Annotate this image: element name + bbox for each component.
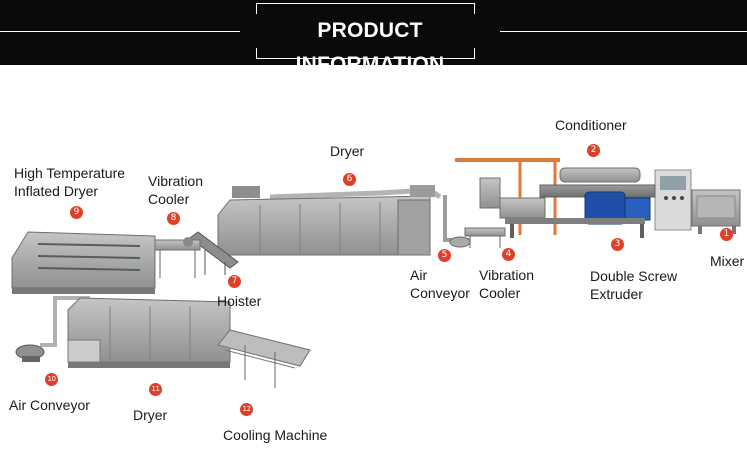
air-conveyor-bottom (15, 296, 90, 362)
badge-8: 8 (167, 212, 180, 225)
badge-9: 9 (70, 206, 83, 219)
label-extruder-line1: Double Screw (590, 268, 678, 284)
dryer-bottom (67, 297, 231, 368)
badge-10: 10 (45, 373, 58, 386)
badge-11: 11 (149, 383, 162, 396)
label-vibration-cooler-left-line1: Vibration (148, 173, 204, 189)
label-air-conveyor-right-line2: Conveyor (410, 285, 470, 301)
vibration-cooler-right (443, 195, 506, 248)
label-cooling-machine: Cooling Machine (223, 427, 328, 443)
label-air-conveyor-bottom: Air Conveyor (9, 397, 90, 413)
label-inflated-dryer-line2: Inflated Dryer (14, 183, 99, 199)
badge-12: 12 (240, 403, 253, 416)
label-vibration-cooler-right-line2: Cooler (479, 285, 521, 301)
mixer-machine (691, 189, 741, 234)
inflated-dryer (11, 231, 156, 294)
extruder-assembly (455, 158, 656, 238)
vibration-cooler-left (151, 237, 201, 278)
label-conditioner: Conditioner (555, 117, 627, 133)
label-dryer-bottom: Dryer (133, 407, 168, 423)
label-hoister: Hoister (217, 293, 262, 309)
cooling-machine (217, 329, 311, 388)
badge-5: 5 (438, 249, 451, 262)
badge-7: 7 (228, 275, 241, 288)
header-banner: PRODUCT INFORMATION (0, 0, 747, 76)
hoister (189, 231, 239, 275)
dryer-top (217, 185, 442, 256)
control-cabinet (654, 169, 692, 231)
label-vibration-cooler-right-line1: Vibration (479, 267, 535, 283)
badge-1: 1 (720, 228, 733, 241)
page-title: PRODUCT INFORMATION (240, 14, 500, 76)
badge-3: 3 (611, 238, 624, 251)
badge-4: 4 (502, 248, 515, 261)
badge-2: 2 (587, 144, 600, 157)
label-vibration-cooler-left-line2: Cooler (148, 191, 190, 207)
label-mixer: Mixer (710, 253, 745, 269)
header-rule-right (495, 31, 747, 32)
badge-6: 6 (343, 173, 356, 186)
label-air-conveyor-right-line1: Air (410, 267, 428, 283)
header-rule-left (0, 31, 245, 32)
label-dryer-top: Dryer (330, 143, 365, 159)
label-inflated-dryer-line1: High Temperature (14, 165, 126, 181)
label-extruder-line2: Extruder (590, 286, 643, 302)
